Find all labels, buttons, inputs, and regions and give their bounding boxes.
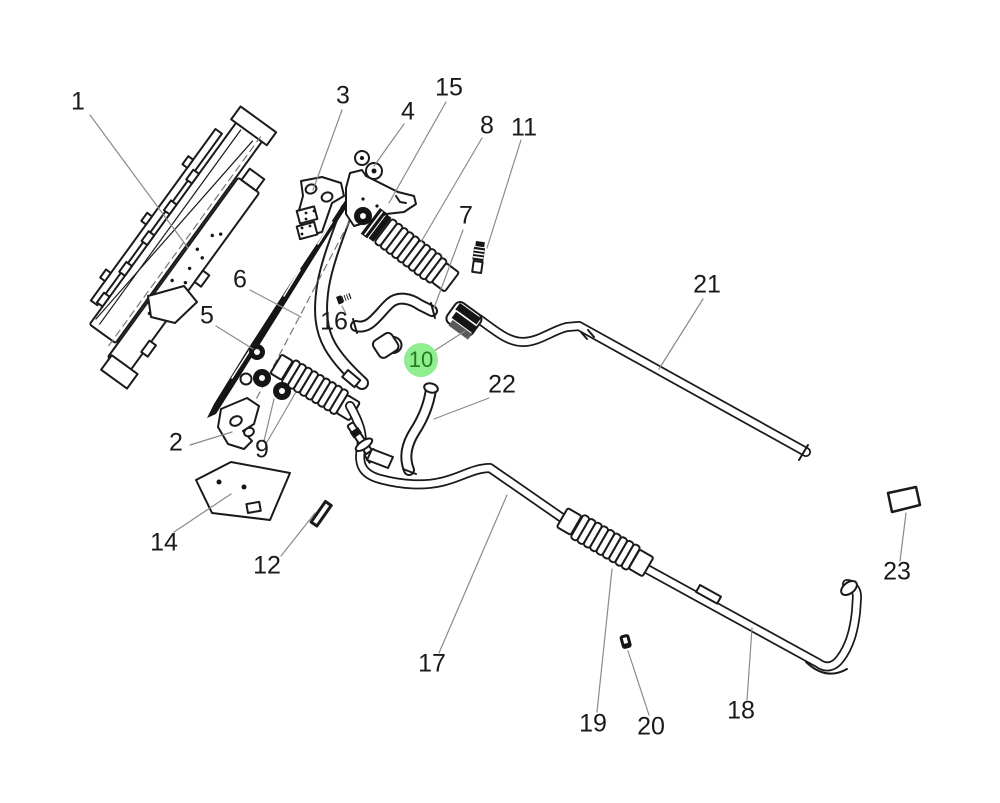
part-7-hose-drawing bbox=[350, 292, 438, 334]
callout-20[interactable]: 20 bbox=[637, 712, 665, 741]
leader-line-20 bbox=[627, 650, 650, 716]
part-16-screw-drawing bbox=[336, 293, 352, 305]
leader-line-19 bbox=[596, 568, 613, 713]
callout-15[interactable]: 15 bbox=[435, 73, 463, 102]
part-4-screws-drawing bbox=[354, 150, 383, 180]
leader-line-23 bbox=[899, 512, 907, 562]
center-duct-drawing bbox=[314, 203, 369, 390]
part-10-hose-clamp-drawing bbox=[445, 300, 483, 340]
callout-21[interactable]: 21 bbox=[693, 270, 721, 299]
part-1-foot-bracket-drawing bbox=[147, 285, 198, 324]
part-21-pipe-drawing bbox=[445, 300, 811, 461]
callout-5[interactable]: 5 bbox=[200, 301, 214, 330]
part-3-bracket-drawing bbox=[295, 176, 345, 241]
callout-6[interactable]: 6 bbox=[233, 265, 247, 294]
leader-lines bbox=[89, 101, 907, 716]
callout-3[interactable]: 3 bbox=[336, 81, 350, 110]
leader-line-21 bbox=[658, 298, 704, 370]
callout-12[interactable]: 12 bbox=[253, 551, 281, 580]
part-23-pad-drawing bbox=[886, 485, 922, 514]
rubber-cap-drawing bbox=[371, 331, 403, 359]
leader-line-3 bbox=[312, 109, 343, 191]
part-19-corrugation-drawing bbox=[556, 507, 654, 577]
callout-8[interactable]: 8 bbox=[480, 111, 494, 140]
part-5-bolt-drawing bbox=[249, 344, 265, 360]
callout-14[interactable]: 14 bbox=[150, 528, 178, 557]
part-2-bracket-drawing bbox=[217, 397, 260, 450]
callout-4[interactable]: 4 bbox=[401, 97, 415, 126]
callout-11[interactable]: 11 bbox=[511, 113, 537, 142]
callout-18[interactable]: 18 bbox=[727, 696, 755, 725]
leader-line-16 bbox=[341, 305, 347, 315]
callout-16[interactable]: 16 bbox=[320, 307, 348, 336]
pipe-stud-bolt-drawing bbox=[346, 421, 380, 464]
part-11-bolt-drawing bbox=[471, 241, 486, 275]
callout-7[interactable]: 7 bbox=[459, 201, 473, 230]
leader-line-11 bbox=[486, 139, 522, 249]
leader-line-9 bbox=[263, 398, 275, 442]
part-8-corrugated-hose-drawing bbox=[354, 207, 460, 292]
part-9-corrugated-hose-drawing bbox=[239, 354, 361, 421]
callout-17[interactable]: 17 bbox=[418, 649, 446, 678]
leader-line-6 bbox=[249, 289, 302, 318]
leader-line-10 bbox=[433, 330, 466, 352]
leader-line-22 bbox=[433, 397, 490, 420]
leader-line-8 bbox=[420, 137, 483, 243]
leader-line-14 bbox=[173, 493, 232, 533]
part-12-pin-drawing bbox=[309, 500, 333, 528]
callout-19[interactable]: 19 bbox=[579, 709, 607, 738]
leader-line-5 bbox=[215, 325, 254, 350]
part-6-seal-strip-drawing bbox=[207, 181, 367, 431]
part-1-core-assembly-drawing bbox=[89, 105, 278, 390]
leader-line-4 bbox=[373, 123, 405, 167]
callout-9[interactable]: 9 bbox=[255, 435, 269, 464]
callout-2[interactable]: 2 bbox=[169, 428, 183, 457]
leader-line-17 bbox=[438, 494, 508, 654]
leader-line-9 bbox=[266, 391, 297, 443]
callout-1[interactable]: 1 bbox=[71, 87, 85, 116]
callout-23[interactable]: 23 bbox=[883, 557, 911, 586]
leader-line-2 bbox=[189, 431, 233, 446]
part-17-18-pipe-drawing bbox=[345, 401, 862, 675]
callout-22[interactable]: 22 bbox=[488, 370, 516, 399]
callout-10-highlighted[interactable]: 10 bbox=[404, 343, 438, 377]
leader-line-1 bbox=[89, 114, 189, 249]
leader-line-18 bbox=[746, 627, 753, 701]
part-14-plate-drawing bbox=[195, 461, 291, 521]
leader-line-12 bbox=[280, 512, 316, 557]
part-20-clip-drawing bbox=[619, 634, 632, 649]
leader-line-7 bbox=[433, 229, 464, 309]
part-22-hose-drawing bbox=[400, 382, 439, 476]
leader-line-15 bbox=[388, 101, 447, 204]
